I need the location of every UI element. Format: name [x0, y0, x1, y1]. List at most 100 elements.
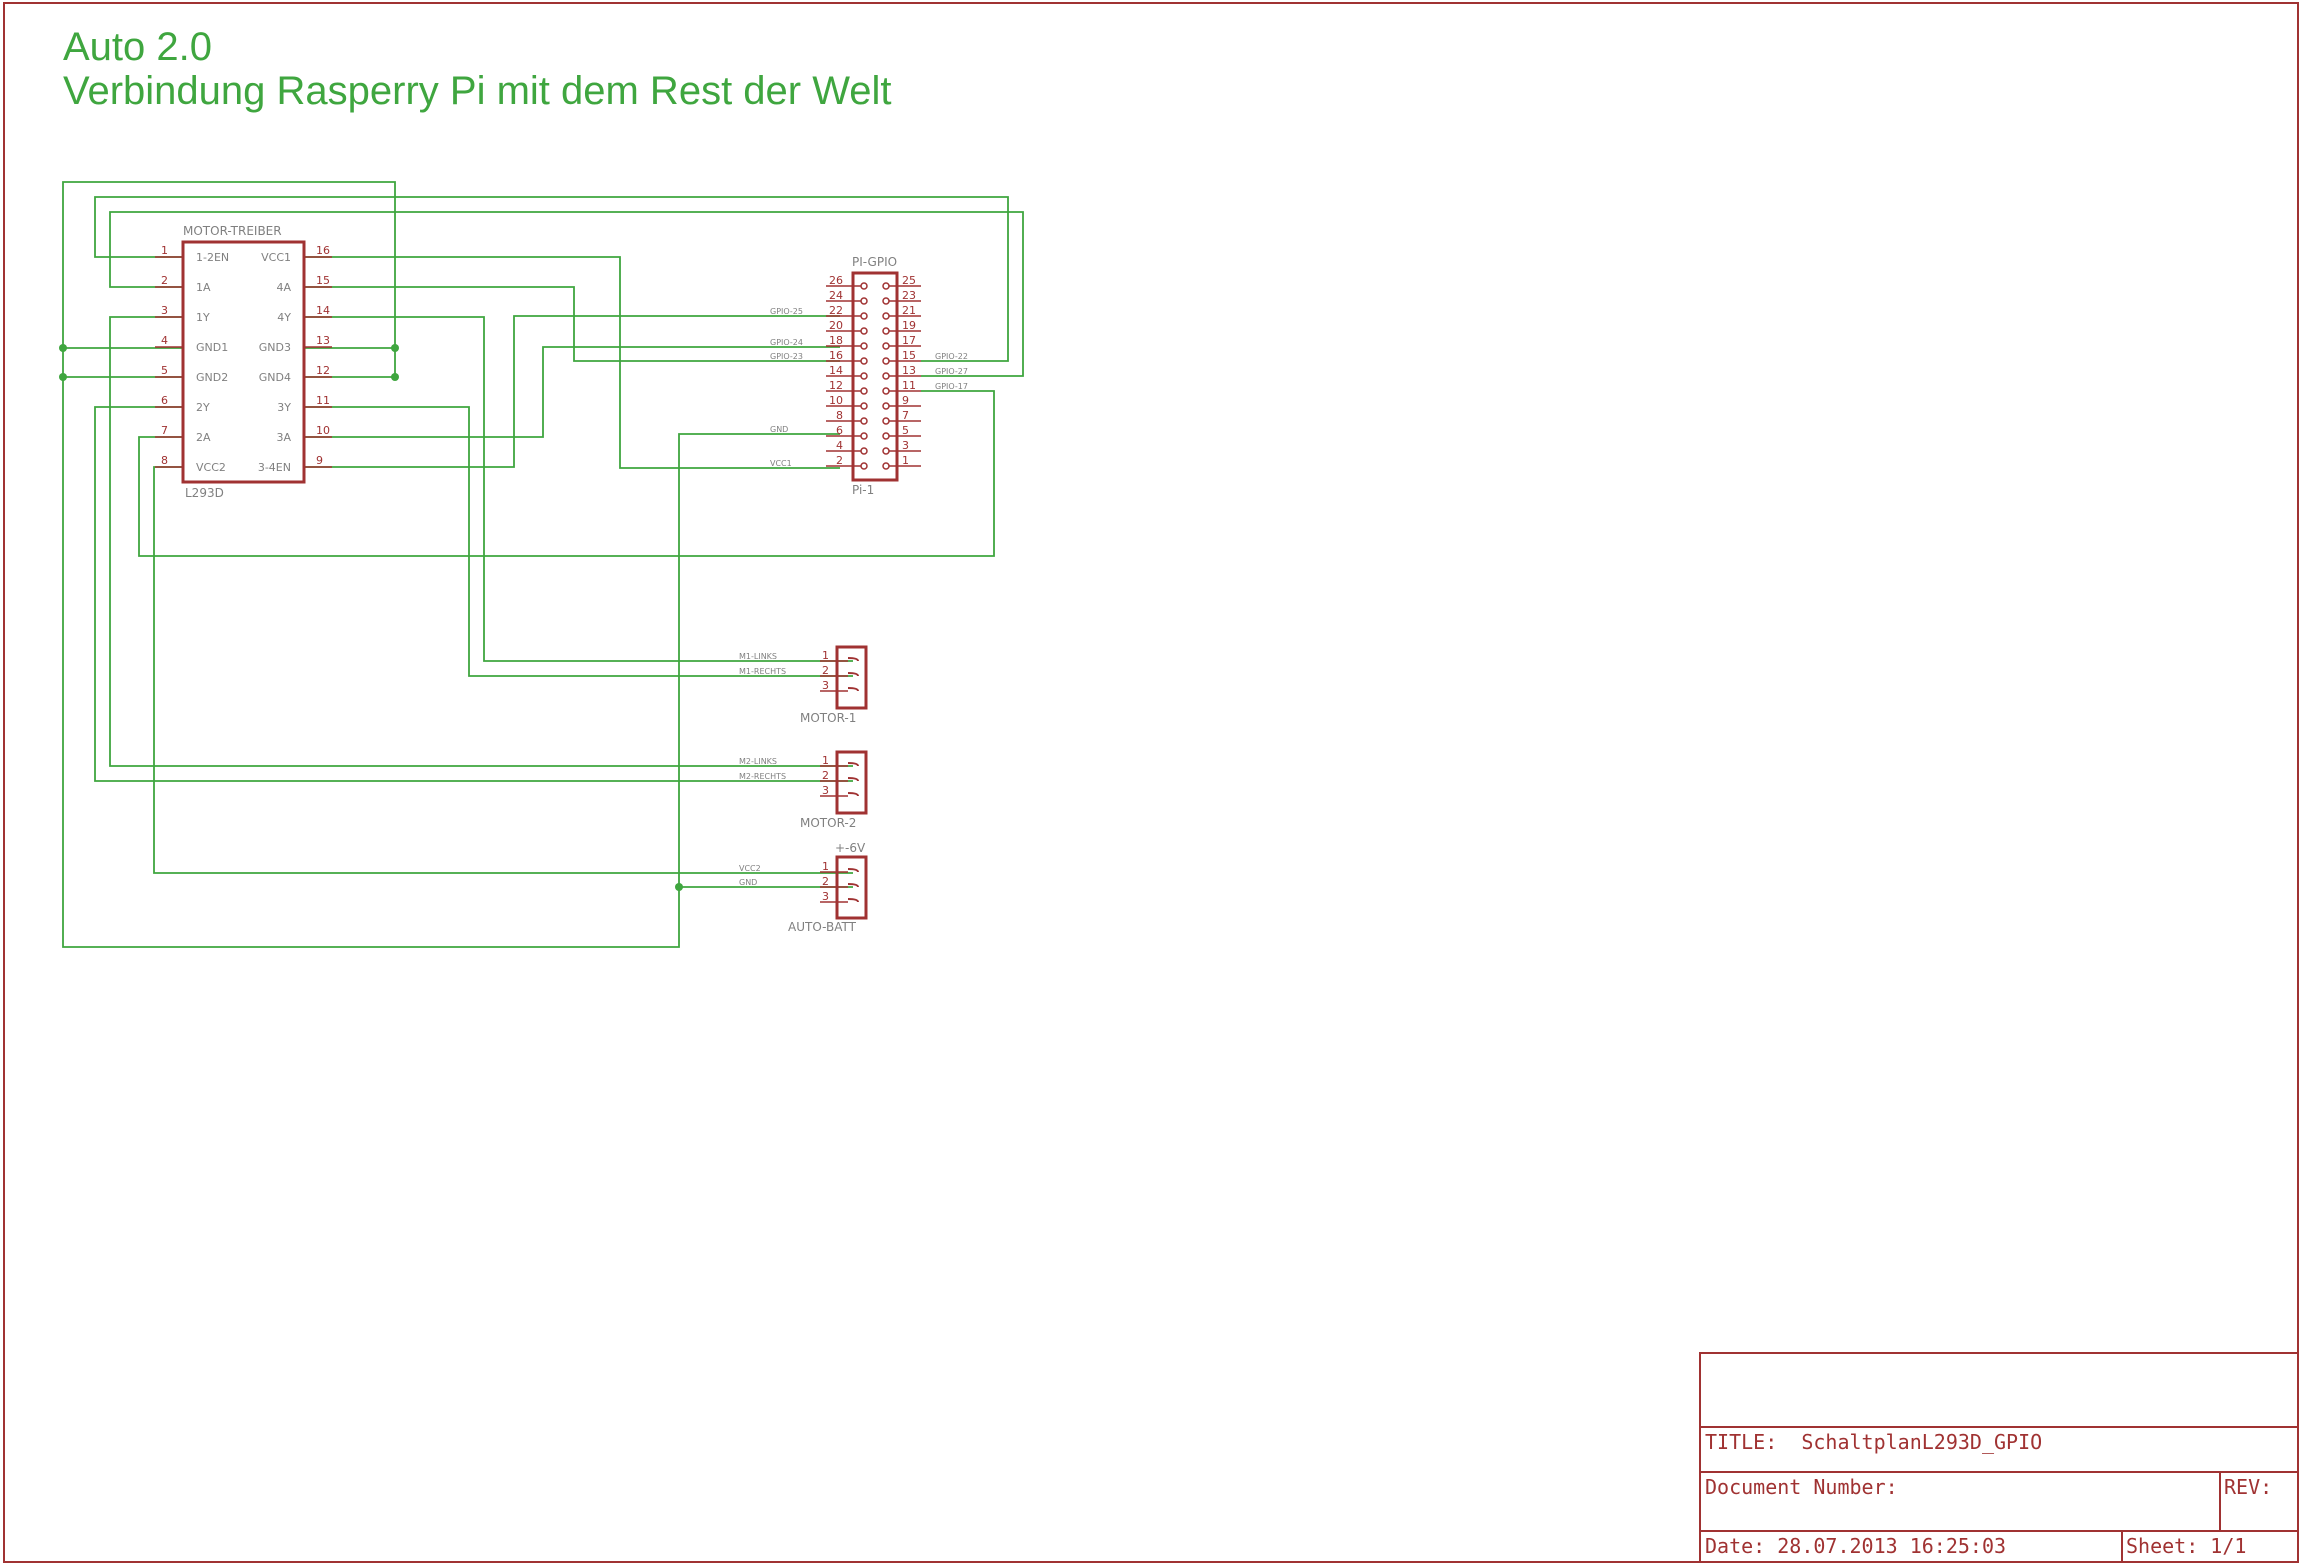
l293d-pin-number: 2: [161, 274, 168, 287]
gpio-pin-number: 12: [829, 379, 843, 392]
gpio-pin-number: 5: [902, 424, 909, 437]
motor1-pin-number: 1: [822, 649, 829, 662]
l293d-pin-number: 3: [161, 304, 168, 317]
gpio-pin-dot: [882, 417, 890, 425]
l293d-pin-number: 4: [161, 334, 168, 347]
gpio-pin-dot: [882, 447, 890, 455]
motor1-pin-number: 3: [822, 679, 829, 692]
wire-1-2en: [94, 196, 1009, 362]
l293d-pin-number: 8: [161, 454, 168, 467]
motor2-connector: MOTOR-2 123 M2-LINKS M2-RECHTS: [739, 750, 868, 830]
l293d-pin-number: 15: [316, 274, 330, 287]
gpio-name-label: PI-GPIO: [852, 255, 897, 269]
gpio-header-symbol: PI-GPIO Pi-1 262422201816141210864225232…: [770, 255, 968, 497]
l293d-pin-number: 14: [316, 304, 330, 317]
motor2-pins: 1 2 3: [820, 754, 859, 797]
motor2-pin-number: 1: [822, 754, 829, 767]
battery-pin-contact: [847, 868, 859, 873]
gpio-pin-number: 9: [902, 394, 909, 407]
net-label-m1-rechts: M1-RECHTS: [739, 667, 786, 676]
wire-2a: [138, 390, 995, 557]
l293d-pin-number: 5: [161, 364, 168, 377]
net-label-gpio-25: GPIO-25: [770, 307, 803, 316]
gpio-pin-dot: [860, 417, 868, 425]
wire-4a: [304, 286, 840, 362]
gpio-pin-dot: [882, 387, 890, 395]
motor2-name-label: MOTOR-2: [800, 816, 856, 830]
wire-gnd-loop: [62, 348, 840, 948]
gpio-pin-number: 7: [902, 409, 909, 422]
gpio-pin-dot: [860, 447, 868, 455]
gpio-pin-number: 23: [902, 289, 916, 302]
gpio-pin-number: 15: [902, 349, 916, 362]
battery-pin-contact: [847, 883, 859, 888]
motor1-pin-contact: [847, 672, 859, 677]
wire-3y: [304, 406, 853, 677]
net-label-vcc2: VCC2: [739, 864, 761, 873]
l293d-pin-number: 7: [161, 424, 168, 437]
motor1-connector: MOTOR-1 123 M1-LINKS M1-RECHTS: [739, 645, 868, 725]
wires: [62, 181, 1024, 948]
gpio-pin-number: 17: [902, 334, 916, 347]
net-label-gpio-27: GPIO-27: [935, 367, 968, 376]
wire-1y: [109, 316, 853, 767]
battery-name-label: AUTO-BATT: [788, 920, 857, 934]
gpio-pin-number: 20: [829, 319, 843, 332]
gpio-pin-number: 4: [836, 439, 843, 452]
gpio-pin-dot: [882, 312, 890, 320]
gpio-pin-number: 25: [902, 274, 916, 287]
motor2-pin-number: 2: [822, 769, 829, 782]
gpio-pin-dot: [860, 312, 868, 320]
l293d-pin-name: 4A: [276, 281, 291, 294]
l293d-pin-name: GND3: [259, 341, 291, 354]
junction-dot: [59, 373, 67, 381]
l293d-name-label: MOTOR-TREIBER: [183, 224, 282, 238]
gpio-pin-dot: [882, 372, 890, 380]
l293d-pin-number: 9: [316, 454, 323, 467]
gpio-pin-number: 16: [829, 349, 843, 362]
gpio-pin-dot: [860, 327, 868, 335]
gpio-pin-number: 11: [902, 379, 916, 392]
gpio-pin-number: 2: [836, 454, 843, 467]
junction-dot: [675, 883, 683, 891]
motor2-body: [835, 750, 868, 815]
l293d-pin-name: 2A: [196, 431, 211, 444]
gpio-pin-dot: [882, 357, 890, 365]
net-label-m1-links: M1-LINKS: [739, 652, 777, 661]
battery-pin-number: 2: [822, 875, 829, 888]
wire-4y: [304, 316, 853, 662]
l293d-pin-name: VCC1: [261, 251, 291, 264]
net-label-gpio-22: GPIO-22: [935, 352, 968, 361]
drawing-subtitle: Verbindung Rasperry Pi mit dem Rest der …: [63, 69, 892, 113]
motor1-pin-contact: [847, 657, 859, 662]
titleblock-rev: REV:: [2224, 1475, 2272, 1499]
gpio-pin-dot: [860, 282, 868, 290]
gpio-pin-dot: [882, 297, 890, 305]
motor1-body: [835, 645, 868, 710]
gpio-pin-number: 21: [902, 304, 916, 317]
l293d-value-label: L293D: [185, 486, 224, 500]
gpio-pin-dot: [860, 357, 868, 365]
gpio-pin-number: 14: [829, 364, 843, 377]
gpio-pin-dot: [882, 432, 890, 440]
gpio-pin-dot: [860, 402, 868, 410]
net-label-gnd: GND: [770, 425, 788, 434]
title-block-frame: [1699, 1352, 2299, 1563]
l293d-pin-number: 12: [316, 364, 330, 377]
net-label-gpio-24: GPIO-24: [770, 338, 803, 347]
l293d-pin-name: 4Y: [277, 311, 291, 324]
wire-2y: [94, 406, 853, 782]
l293d-pin-name: GND4: [259, 371, 291, 384]
wire-3-4en: [304, 315, 840, 468]
gpio-pin-number: 8: [836, 409, 843, 422]
gpio-value-label: Pi-1: [852, 483, 874, 497]
motor1-pins: 123: [820, 649, 859, 692]
motor2-pin-number: 3: [822, 784, 829, 797]
l293d-pin-name: 1A: [196, 281, 211, 294]
l293d-pin-name: 2Y: [196, 401, 210, 414]
gpio-pin-number: 10: [829, 394, 843, 407]
l293d-pin-name: 1-2EN: [196, 251, 229, 264]
titleblock-date: Date: 28.07.2013 16:25:03: [1705, 1534, 2006, 1558]
battery-pin-contact: [847, 898, 859, 903]
titleblock-doc-number: Document Number:: [1705, 1475, 1898, 1499]
